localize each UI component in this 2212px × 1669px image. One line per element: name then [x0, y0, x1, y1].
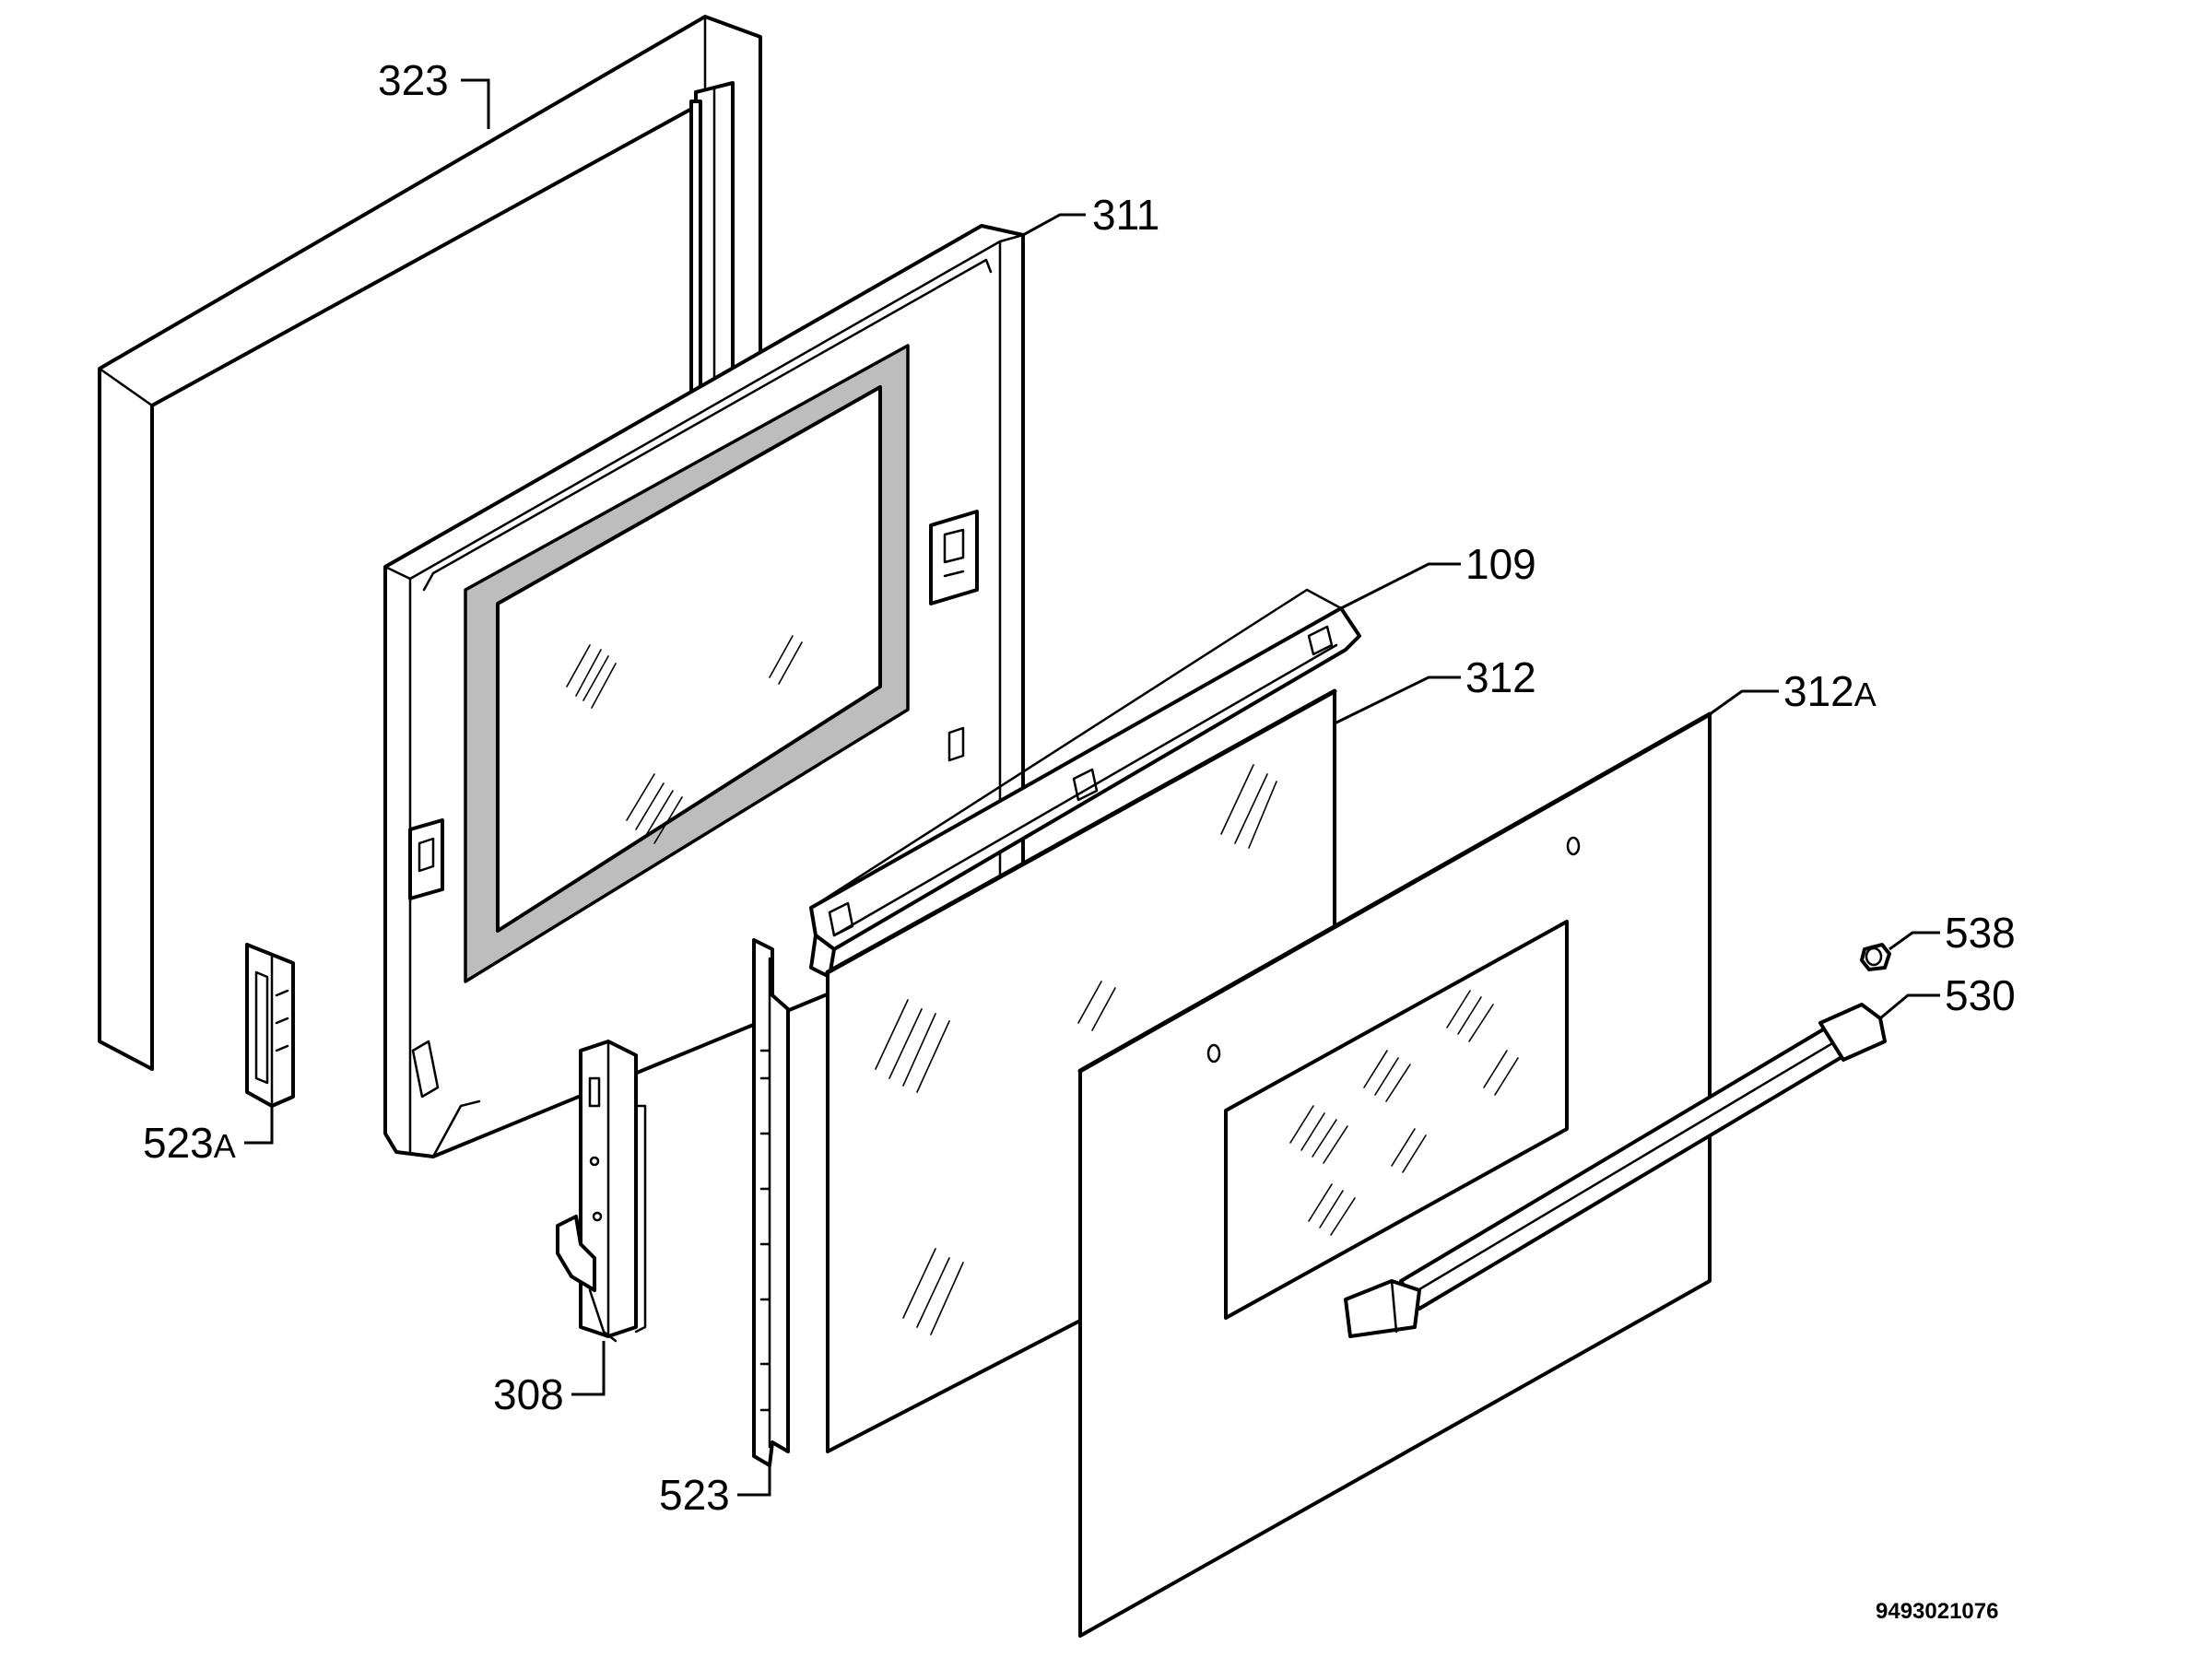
label-312A: 312A [1783, 667, 1877, 715]
part-523-side-bracket [752, 938, 790, 1467]
leader-523A [244, 1106, 274, 1145]
label-323: 323 [378, 56, 449, 104]
part-538-cap [1860, 943, 1891, 971]
leader-538 [1888, 931, 1940, 951]
part-523A-bracket [245, 943, 295, 1108]
leader-109 [1340, 562, 1461, 610]
label-530: 530 [1945, 971, 2016, 1019]
label-523: 523 [659, 1471, 730, 1519]
reference-number: 9493021076 [1876, 1599, 1998, 1624]
label-538: 538 [1945, 909, 2016, 957]
part-312A-outer-glass [1077, 711, 1712, 1638]
part-530-handle [1344, 1003, 1887, 1338]
leader-523 [737, 1465, 771, 1497]
label-312: 312 [1465, 653, 1536, 701]
label-311: 311 [1092, 191, 1159, 239]
leader-lines [244, 78, 1940, 1497]
label-109: 109 [1465, 540, 1536, 588]
leader-311 [1022, 213, 1086, 237]
part-308-hinge [556, 1040, 647, 1343]
leader-323 [461, 78, 490, 129]
callout-labels: 323 311 109 312 312A 538 530 523A 308 52… [143, 56, 2016, 1624]
label-523A: 523A [143, 1119, 236, 1167]
leader-308 [571, 1341, 606, 1396]
label-308: 308 [493, 1370, 564, 1418]
leader-312A [1709, 689, 1779, 716]
part-109-strip [809, 588, 1361, 979]
leader-530 [1879, 993, 1940, 1020]
leader-312 [1334, 676, 1461, 725]
